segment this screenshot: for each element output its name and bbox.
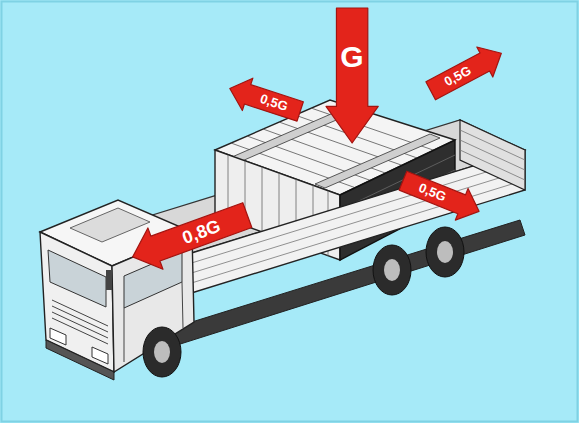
hub — [384, 259, 400, 281]
arrow-outline — [326, 8, 378, 143]
force-label: 0,5G — [417, 181, 448, 204]
headlight — [50, 328, 66, 345]
force-label: G — [340, 42, 363, 72]
truck-cab — [40, 200, 194, 380]
door-line — [124, 308, 125, 362]
wheel — [373, 245, 411, 295]
force-label: 0,5G — [258, 92, 289, 113]
wheel — [426, 227, 464, 277]
hub — [154, 341, 170, 363]
cab-front — [40, 232, 114, 372]
door-line — [182, 282, 183, 328]
arrow-outline — [397, 165, 486, 227]
roof-spoiler — [70, 208, 150, 242]
front-wheel — [143, 327, 181, 377]
arrow-outline — [225, 72, 306, 127]
tailgate — [460, 120, 525, 190]
tailgate-planks — [460, 130, 525, 180]
arrow-body: G — [336, 8, 367, 106]
hub — [437, 241, 453, 263]
arrow-shape — [326, 8, 378, 143]
force-arrow: G — [326, 8, 378, 143]
mirror — [106, 270, 112, 290]
arrow-outline — [423, 38, 510, 106]
windshield — [48, 250, 106, 307]
force-label: 0,5G — [442, 64, 473, 89]
arrow-outline — [125, 194, 255, 277]
bumper — [46, 340, 114, 380]
headlight — [92, 347, 108, 364]
force-label: 0,8G — [180, 217, 223, 247]
rear-wheels — [373, 227, 464, 295]
